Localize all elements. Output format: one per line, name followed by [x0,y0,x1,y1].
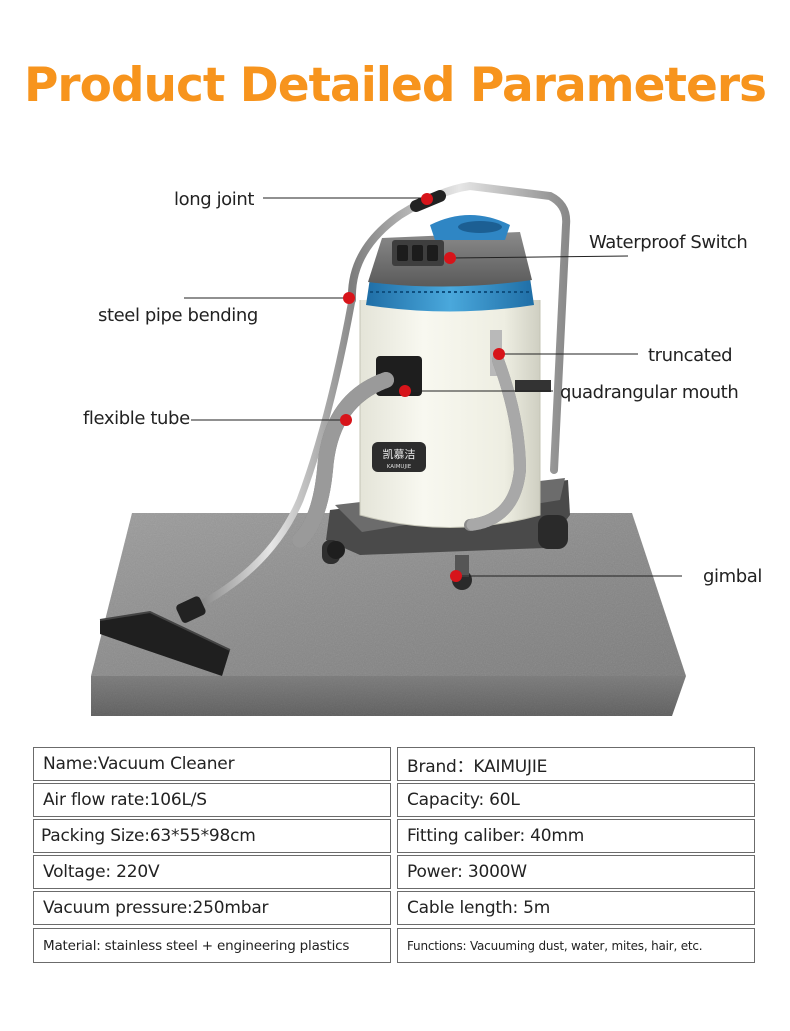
page-title: Product Detailed Parameters [23,58,767,113]
callout-steel-pipe-bending: steel pipe bending [98,305,258,326]
dot-steel-pipe [343,292,355,304]
product-illustration: 凯慕洁 KAIMUJIE [91,181,686,716]
stone-slab [91,513,686,716]
spec-vacuum-pressure: Vacuum pressure:250mbar [33,891,391,925]
dot-gimbal [450,570,462,582]
callout-waterproof-switch: Waterproof Switch [589,232,748,253]
callout-lines [184,197,682,577]
spec-table: Name:Vacuum Cleaner Brand：KAIMUJIE Air f… [33,747,755,963]
floor-nozzle [99,596,231,676]
spec-name: Name:Vacuum Cleaner [33,747,391,781]
callout-gimbal: gimbal [703,566,763,587]
spec-brand: Brand：KAIMUJIE [397,747,755,781]
spec-cable-length: Cable length: 5m [397,891,755,925]
spec-material: Material: stainless steel + engineering … [33,928,391,963]
spec-capacity: Capacity: 60L [397,783,755,817]
flexible-hose [292,354,527,548]
spec-power: Power: 3000W [397,855,755,889]
callout-quadrangular-mouth: quadrangular mouth [560,382,739,403]
callout-dots [340,193,505,582]
spec-packing-size: Packing Size:63*55*98cm [33,819,391,853]
dot-waterproof-switch [444,252,456,264]
spec-voltage: Voltage: 220V [33,855,391,889]
spec-fitting-caliber: Fitting caliber: 40mm [397,819,755,853]
dot-flexible-tube [340,414,352,426]
callout-long-joint: long joint [174,189,255,210]
callout-truncated: truncated [648,345,733,366]
callout-flexible-tube: flexible tube [83,408,190,429]
logo-text: 凯慕洁 [383,447,416,461]
dot-long-joint [421,193,433,205]
spec-functions: Functions: Vacuuming dust, water, mites,… [397,928,755,963]
logo-subtext: KAIMUJIE [387,464,412,470]
spec-air-flow-rate: Air flow rate:106L/S [33,783,391,817]
dot-truncated [493,348,505,360]
dot-quadrangular-mouth [399,385,411,397]
